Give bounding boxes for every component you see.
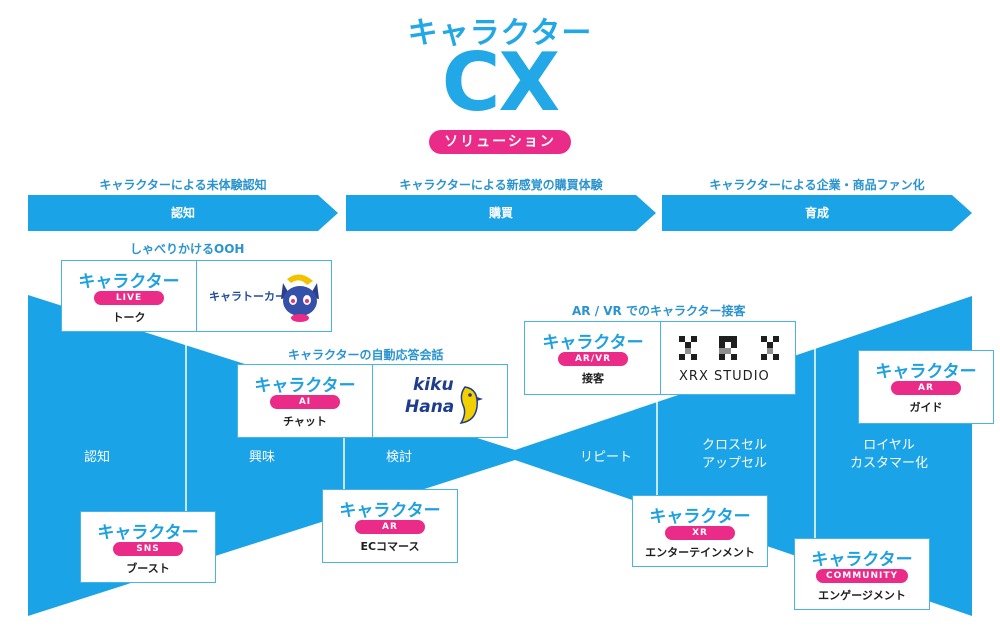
card-xr-sub: エンターテインメント [645, 546, 755, 559]
stage-loyal: ロイヤル カスタマー化 [850, 437, 928, 473]
card-live-sub: トーク [112, 311, 146, 324]
card-ai-title: キャラクター [254, 376, 356, 396]
card-xr[interactable]: キャラクター XR エンターテインメント [632, 495, 768, 567]
phase-label-2: 購買 [488, 206, 513, 220]
stage-ninchi: 認知 [84, 450, 111, 465]
card-xr-pill: XR [665, 526, 735, 540]
logo-pill: ソリューション [429, 130, 571, 154]
group-title-chat: キャラクターの自動応答会話 [288, 348, 444, 362]
card-sns-title: キャラクター [97, 523, 199, 543]
card-arvr-sub: 接客 [582, 372, 604, 385]
stage-loyal-line2: カスタマー化 [850, 456, 929, 471]
phase-arrow-1: 認知 [28, 195, 338, 231]
card-community-title: キャラクター [811, 550, 913, 570]
brand-kikuhana-text-2: Hana [405, 397, 455, 417]
group-title-arvr: AR / VR でのキャラクター接客 [572, 304, 746, 318]
card-guide-pill: AR [891, 381, 961, 395]
card-arvr-title: キャラクター [542, 333, 644, 353]
card-community[interactable]: キャラクター COMMUNITY エンゲージメント [794, 538, 930, 610]
stage-cross-line1: クロスセル [702, 438, 768, 453]
phase-caption-1: キャラクターによる未体験認知 [99, 178, 267, 192]
card-sns-pill: SNS [113, 542, 183, 556]
stage-cross: クロスセル アップセル [702, 437, 767, 473]
card-sns-sub: ブースト [126, 562, 170, 575]
card-ai-sub: チャット [283, 415, 327, 428]
brand-kikuhana-text-1: kiku [413, 375, 454, 395]
card-live[interactable]: キャラクター LIVE トーク [61, 260, 197, 332]
logo-main-text: CX [441, 36, 560, 129]
brand-charatalker-card[interactable]: キャラトーカー [196, 260, 332, 332]
stage-repeat: リピート [580, 450, 633, 465]
group-title-ooh: しゃべりかけるOOH [130, 242, 245, 256]
card-ec-title: キャラクター [339, 501, 441, 521]
phase-arrow-2: 購買 [346, 195, 656, 231]
card-live-pill: LIVE [94, 291, 164, 305]
stage-cross-line2: アップセル [702, 456, 768, 471]
card-ec[interactable]: キャラクター AR ECコマース [322, 489, 458, 563]
card-guide-title: キャラクター [875, 362, 977, 382]
phase-arrow-3: 育成 [662, 195, 972, 231]
phase-caption-2: キャラクターによる新感覚の購買体験 [399, 178, 603, 192]
card-ec-pill: AR [355, 520, 425, 534]
solution-logo: キャラクター CX ソリューション [405, 8, 595, 154]
xrx-logo-icon [679, 336, 779, 360]
charatalker-mascot-icon [281, 274, 319, 322]
stage-kyoumi: 興味 [249, 450, 276, 465]
phase-label-3: 育成 [804, 206, 829, 220]
card-community-sub: エンゲージメント [818, 589, 906, 602]
kikuhana-bird-icon [459, 386, 483, 424]
brand-kikuhana-card[interactable]: kiku Hana [372, 364, 508, 438]
card-arvr-pill: AR/VR [558, 352, 628, 366]
card-ec-sub: ECコマース [360, 540, 420, 553]
stage-loyal-line1: ロイヤル [863, 438, 915, 453]
card-arvr[interactable]: キャラクター AR/VR 接客 [524, 321, 662, 395]
brand-charatalker-text: キャラトーカー [209, 290, 286, 303]
logo-top-text: キャラクター [407, 16, 593, 51]
phase-label-1: 認知 [170, 206, 195, 220]
card-ai[interactable]: キャラクター AI チャット [237, 364, 373, 438]
brand-xrx-card[interactable]: XRX STUDIO [660, 321, 796, 395]
card-community-pill: COMMUNITY [815, 569, 909, 583]
card-sns[interactable]: キャラクター SNS ブースト [80, 511, 216, 583]
card-live-title: キャラクター [78, 272, 180, 292]
brand-xrx-text: XRX STUDIO [679, 369, 770, 384]
stage-kentou: 検討 [386, 450, 413, 465]
card-guide-sub: ガイド [909, 401, 943, 414]
phase-caption-3: キャラクターによる企業・商品ファン化 [709, 178, 925, 192]
card-guide[interactable]: キャラクター AR ガイド [858, 350, 994, 424]
card-xr-title: キャラクター [649, 507, 751, 527]
card-ai-pill: AI [270, 395, 340, 409]
